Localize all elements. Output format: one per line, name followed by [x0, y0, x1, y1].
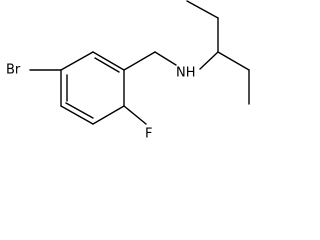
bond-upper-ethyl-terminal — [186, 0, 219, 19]
bond-nitrogen-to-ch — [199, 51, 219, 70]
bond-ring-to-fluorine — [123, 105, 147, 125]
ring-double-bond-top-right — [94, 57, 120, 73]
ring-bond-top-right — [92, 51, 125, 71]
amine-nh-label: NH — [176, 66, 196, 81]
fluorine-atom-label: F — [145, 127, 152, 142]
bromine-atom-label: Br — [6, 63, 21, 78]
bond-ch2-to-nitrogen — [154, 51, 177, 66]
ring-bond-bottom-right — [92, 105, 125, 125]
bond-ch-to-lower-ch2 — [217, 51, 250, 71]
ring-bond-top — [60, 51, 94, 71]
ring-double-bond-bottom — [65, 102, 94, 119]
bond-ring-to-ch2 — [123, 51, 156, 71]
ring-bond-bottom-left — [60, 105, 94, 125]
molecule-diagram: Br F NH — [6, 0, 250, 142]
benzene-ring — [60, 51, 125, 125]
